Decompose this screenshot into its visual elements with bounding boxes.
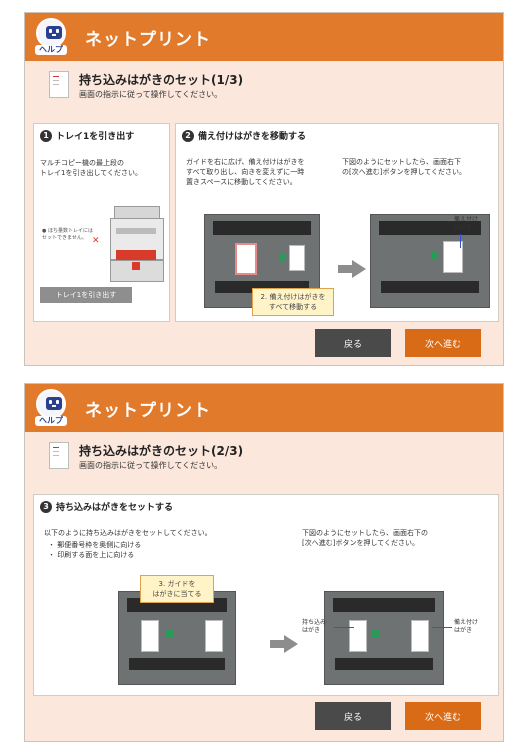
cross-mark-icon: ✕: [92, 236, 100, 246]
tray-illustration-before: [118, 591, 236, 685]
bullet-item: ・ 郵便番号枠を奥側に向ける: [48, 541, 142, 549]
back-button[interactable]: 戻る: [315, 329, 391, 357]
step-bar: 持ち込みはがきのセット(1/3) 画面の指示に従って操作してください。: [25, 61, 503, 107]
pull-tray-button[interactable]: トレイ1を引き出す: [40, 287, 132, 303]
copier-illustration: [110, 206, 164, 282]
next-button[interactable]: 次へ進む: [405, 702, 481, 730]
screen-step-1: ヘルプ ネットプリント 持ち込みはがきのセット(1/3) 画面の指示に従って操作…: [24, 12, 504, 366]
arrow-right-icon: [338, 260, 366, 278]
help-robot-icon: [36, 18, 66, 48]
step-title: 持ち込みはがきのセット(1/3): [79, 73, 244, 87]
panel-note: ● ほち量数トレイには セットできません。: [42, 228, 93, 241]
callout-guide: 3. ガイドを はがきに当てる: [140, 575, 214, 603]
step-subtitle: 画面の指示に従って操作してください。: [79, 461, 223, 470]
help-robot-icon: [36, 389, 66, 419]
step-number-badge: 2: [182, 129, 194, 142]
step-title: 持ち込みはがきのセット(2/3): [79, 444, 244, 458]
app-header: ヘルプ ネットプリント: [25, 384, 503, 432]
document-icon: [49, 71, 69, 98]
help-button[interactable]: ヘルプ: [35, 18, 69, 56]
app-title: ネットプリント: [85, 400, 211, 421]
step-number-badge: 3: [40, 500, 52, 513]
callout-move-cards: 2. 備え付けはがきを すべて移動する: [252, 288, 334, 316]
panel-text: マルチコピー機の最上段の トレイ1を引き出してください。: [40, 159, 143, 177]
panel-heading: 持ち込みはがきをセットする: [56, 503, 174, 513]
help-label: ヘルプ: [35, 45, 67, 55]
screen-step-2: ヘルプ ネットプリント 持ち込みはがきのセット(2/3) 画面の指示に従って操作…: [24, 383, 504, 742]
help-button[interactable]: ヘルプ: [35, 389, 69, 427]
tray-illustration-after: [370, 214, 490, 308]
app-title: ネットプリント: [85, 29, 211, 50]
arrow-right-icon: [270, 635, 298, 653]
app-header: ヘルプ ネットプリント: [25, 13, 503, 61]
panel-text-left: 以下のように持ち込みはがきをセットしてください。: [44, 529, 212, 537]
panel-text-right: 下図のようにセットしたら、画面右下の [次へ進む]ボタンを押してください。: [302, 529, 428, 547]
bullet-item: ・ 印刷する面を上に向ける: [48, 551, 135, 559]
document-icon: [49, 442, 69, 469]
step-subtitle: 画面の指示に従って操作してください。: [79, 90, 223, 99]
instruction-panel-2: 2 備え付けはがきを移動する ガイドを右に広げ、備え付けはがきを すべて取り出し、…: [175, 123, 499, 322]
label-fixed-cards: 備え付け はがき: [454, 216, 479, 231]
help-label: ヘルプ: [35, 416, 67, 426]
tray-illustration-after: [324, 591, 444, 685]
panel-heading: 備え付けはがきを移動する: [198, 132, 307, 142]
panel-text-right: 下図のようにセットしたら、画面右下 の[次へ進む]ボタンを押してください。: [342, 158, 467, 176]
panel-heading: トレイ1を引き出す: [56, 132, 135, 142]
panel-text-left: ガイドを右に広げ、備え付けはがきを すべて取り出し、向きを変えずに一時 置きスペ…: [186, 158, 305, 186]
next-button[interactable]: 次へ進む: [405, 329, 481, 357]
step-bar: 持ち込みはがきのセット(2/3) 画面の指示に従って操作してください。: [25, 432, 503, 478]
step-number-badge: 1: [40, 129, 52, 142]
back-button[interactable]: 戻る: [315, 702, 391, 730]
label-brought-cards: 持ち込み はがき: [302, 619, 327, 634]
label-fixed-cards: 備え付け はがき: [454, 619, 479, 634]
